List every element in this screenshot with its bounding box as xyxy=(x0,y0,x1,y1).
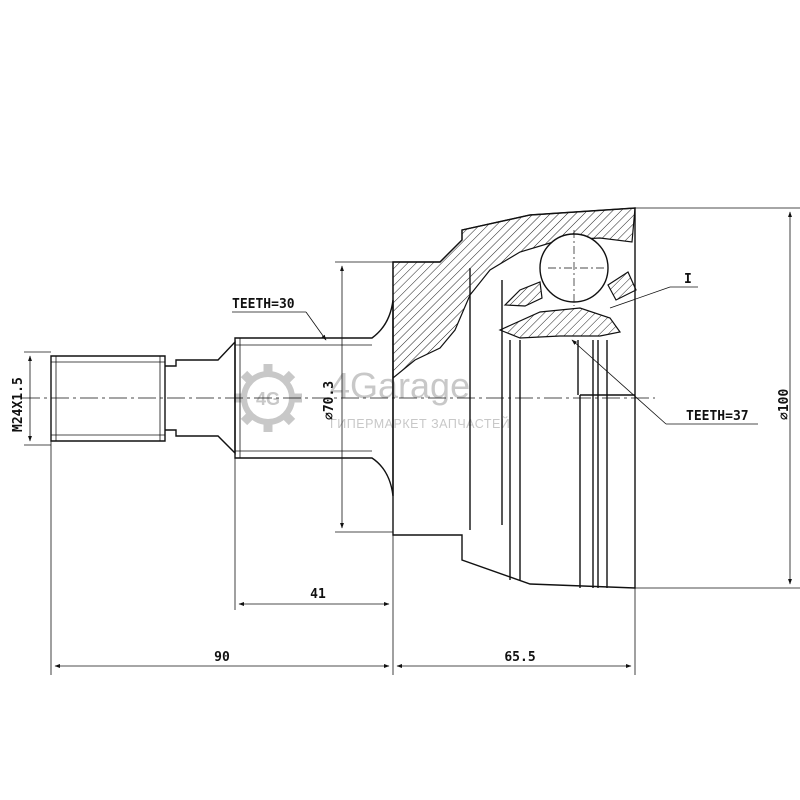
leader-teeth-outer xyxy=(232,311,327,341)
watermark-tagline: ГИПЕРМАРКЕТ ЗАПЧАСТЕЙ xyxy=(330,416,510,431)
shaft-neck xyxy=(165,340,236,455)
housing-section xyxy=(392,207,637,380)
label-stub-length: 90 xyxy=(214,650,230,665)
dim-housing-length xyxy=(396,588,636,675)
label-housing-length: 65.5 xyxy=(504,650,535,665)
leader-detail xyxy=(609,286,698,309)
cv-ball xyxy=(539,230,609,306)
dim-stub-length xyxy=(50,441,394,675)
threaded-stub xyxy=(50,355,166,442)
label-thread: M24X1.5 xyxy=(11,377,26,432)
label-shaft-length: 41 xyxy=(310,587,326,602)
label-detail-marker: I xyxy=(684,272,692,287)
leader-teeth-inner xyxy=(571,339,758,425)
label-teeth-outer: TEETH=30 xyxy=(232,297,295,312)
dim-shaft-length xyxy=(234,458,394,610)
label-shaft-diameter: ⌀70.3 xyxy=(322,381,337,420)
watermark-badge: 4G xyxy=(256,389,280,409)
dim-housing-diameter xyxy=(635,207,800,589)
label-housing-diameter: ⌀100 xyxy=(777,389,792,420)
dim-thread xyxy=(24,351,51,446)
label-teeth-inner: TEETH=37 xyxy=(686,409,749,424)
dim-shaft-diameter xyxy=(335,261,393,533)
